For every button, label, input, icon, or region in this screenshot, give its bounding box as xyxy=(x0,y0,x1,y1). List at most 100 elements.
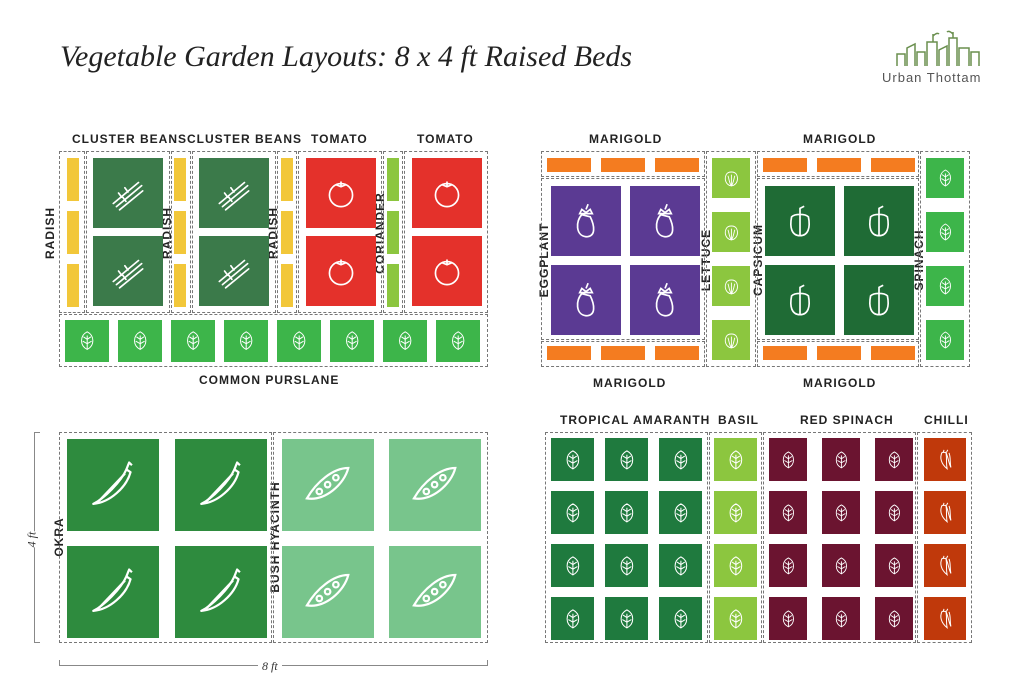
lettuce-cell xyxy=(712,266,750,306)
tropical-amaranth-cell xyxy=(659,597,702,640)
cluster-beans-cell xyxy=(199,236,269,306)
red-spinach-cell xyxy=(875,438,913,481)
eggplant-cell xyxy=(551,186,621,256)
marigold-strip-top-left xyxy=(541,151,705,177)
bean-pod-icon xyxy=(412,467,458,501)
marigold-cell xyxy=(655,158,699,172)
tropical-amaranth-cell xyxy=(659,491,702,534)
marigold-cell xyxy=(763,158,807,172)
leaf-icon xyxy=(939,277,951,295)
leaf-icon xyxy=(620,608,633,629)
okra-icon xyxy=(92,568,134,613)
marigold-cell xyxy=(817,158,861,172)
basil-cell xyxy=(714,544,757,587)
leaf-icon xyxy=(835,610,847,627)
city-sprout-logo-icon xyxy=(896,30,980,66)
capsicum-icon xyxy=(869,205,889,237)
cluster-beans-section-1 xyxy=(86,151,170,313)
tropical-amaranth-cell xyxy=(551,491,594,534)
leaf-icon xyxy=(674,502,687,523)
purslane-cell xyxy=(330,320,374,362)
chilli-icon xyxy=(940,608,952,629)
tomato-icon xyxy=(328,259,354,286)
leaf-icon xyxy=(782,610,794,627)
radish-cell xyxy=(67,264,79,307)
tropical-amaranth-cell xyxy=(605,544,648,587)
beans-icon xyxy=(112,181,144,211)
basil-cell xyxy=(714,597,757,640)
capsicum-cell xyxy=(844,186,914,256)
label-marigold-top-right: MARIGOLD xyxy=(803,132,877,146)
leaf-icon xyxy=(939,169,951,187)
tomato-cell xyxy=(306,236,376,306)
leaf-icon xyxy=(939,331,951,349)
leaf-icon xyxy=(888,451,900,468)
tomato-cell xyxy=(412,158,482,228)
leaf-icon xyxy=(674,555,687,576)
eggplant-icon xyxy=(576,203,595,238)
tomato-icon xyxy=(328,181,354,208)
eggplant-icon xyxy=(655,203,674,238)
red-spinach-cell xyxy=(822,438,860,481)
leaf-icon xyxy=(888,610,900,627)
basil-section xyxy=(709,432,762,643)
lettuce-icon xyxy=(724,225,738,241)
chilli-cell xyxy=(924,491,966,534)
bean-pod-icon xyxy=(305,574,351,608)
radish-section-1 xyxy=(59,151,85,313)
red-spinach-cell xyxy=(822,491,860,534)
purslane-cell xyxy=(224,320,268,362)
height-dimension-label: 4 ft xyxy=(22,531,42,548)
label-chilli: CHILLI xyxy=(924,413,969,427)
marigold-cell xyxy=(871,346,915,360)
leaf-icon xyxy=(620,555,633,576)
label-marigold-top-left: MARIGOLD xyxy=(589,132,663,146)
marigold-cell xyxy=(871,158,915,172)
leaf-icon xyxy=(239,331,253,351)
eggplant-cell xyxy=(630,265,700,335)
lettuce-cell xyxy=(712,158,750,198)
marigold-cell xyxy=(547,346,591,360)
leaf-icon xyxy=(674,608,687,629)
okra-section xyxy=(59,432,272,643)
purslane-cell xyxy=(277,320,321,362)
leaf-icon xyxy=(835,451,847,468)
leaf-icon xyxy=(620,449,633,470)
chilli-cell xyxy=(924,544,966,587)
lettuce-section xyxy=(706,151,756,367)
lettuce-icon xyxy=(724,171,738,187)
radish-cell xyxy=(281,264,293,307)
basil-cell xyxy=(714,491,757,534)
spinach-cell xyxy=(926,320,964,360)
brand-name: Urban Thottam xyxy=(882,70,982,85)
coriander-cell xyxy=(387,211,399,254)
lettuce-cell xyxy=(712,320,750,360)
tomato-icon xyxy=(434,259,460,286)
tomato-cell xyxy=(412,236,482,306)
red-spinach-cell xyxy=(769,544,807,587)
leaf-icon xyxy=(782,451,794,468)
label-tropical-amaranth: TROPICAL AMARANTH xyxy=(560,413,711,427)
lettuce-icon xyxy=(724,279,738,295)
bean-pod-icon xyxy=(412,574,458,608)
cluster-beans-section-2 xyxy=(192,151,276,313)
leaf-icon xyxy=(133,331,147,351)
label-marigold-bottom-right: MARIGOLD xyxy=(803,376,877,390)
label-red-spinach: RED SPINACH xyxy=(800,413,894,427)
chilli-cell xyxy=(924,597,966,640)
tropical-amaranth-cell xyxy=(605,438,648,481)
red-spinach-cell xyxy=(822,597,860,640)
cluster-beans-cell xyxy=(199,158,269,228)
tomato-icon xyxy=(434,181,460,208)
radish-cell xyxy=(174,211,186,254)
eggplant-section xyxy=(541,178,705,340)
capsicum-icon xyxy=(869,284,889,316)
tropical-amaranth-cell xyxy=(551,597,594,640)
tropical-amaranth-cell xyxy=(605,491,648,534)
label-marigold-bottom-left: MARIGOLD xyxy=(593,376,667,390)
label-tomato-1: TOMATO xyxy=(311,132,368,146)
brand-logo xyxy=(893,30,983,68)
marigold-cell xyxy=(601,346,645,360)
red-spinach-section xyxy=(763,432,916,643)
purslane-cell xyxy=(383,320,427,362)
